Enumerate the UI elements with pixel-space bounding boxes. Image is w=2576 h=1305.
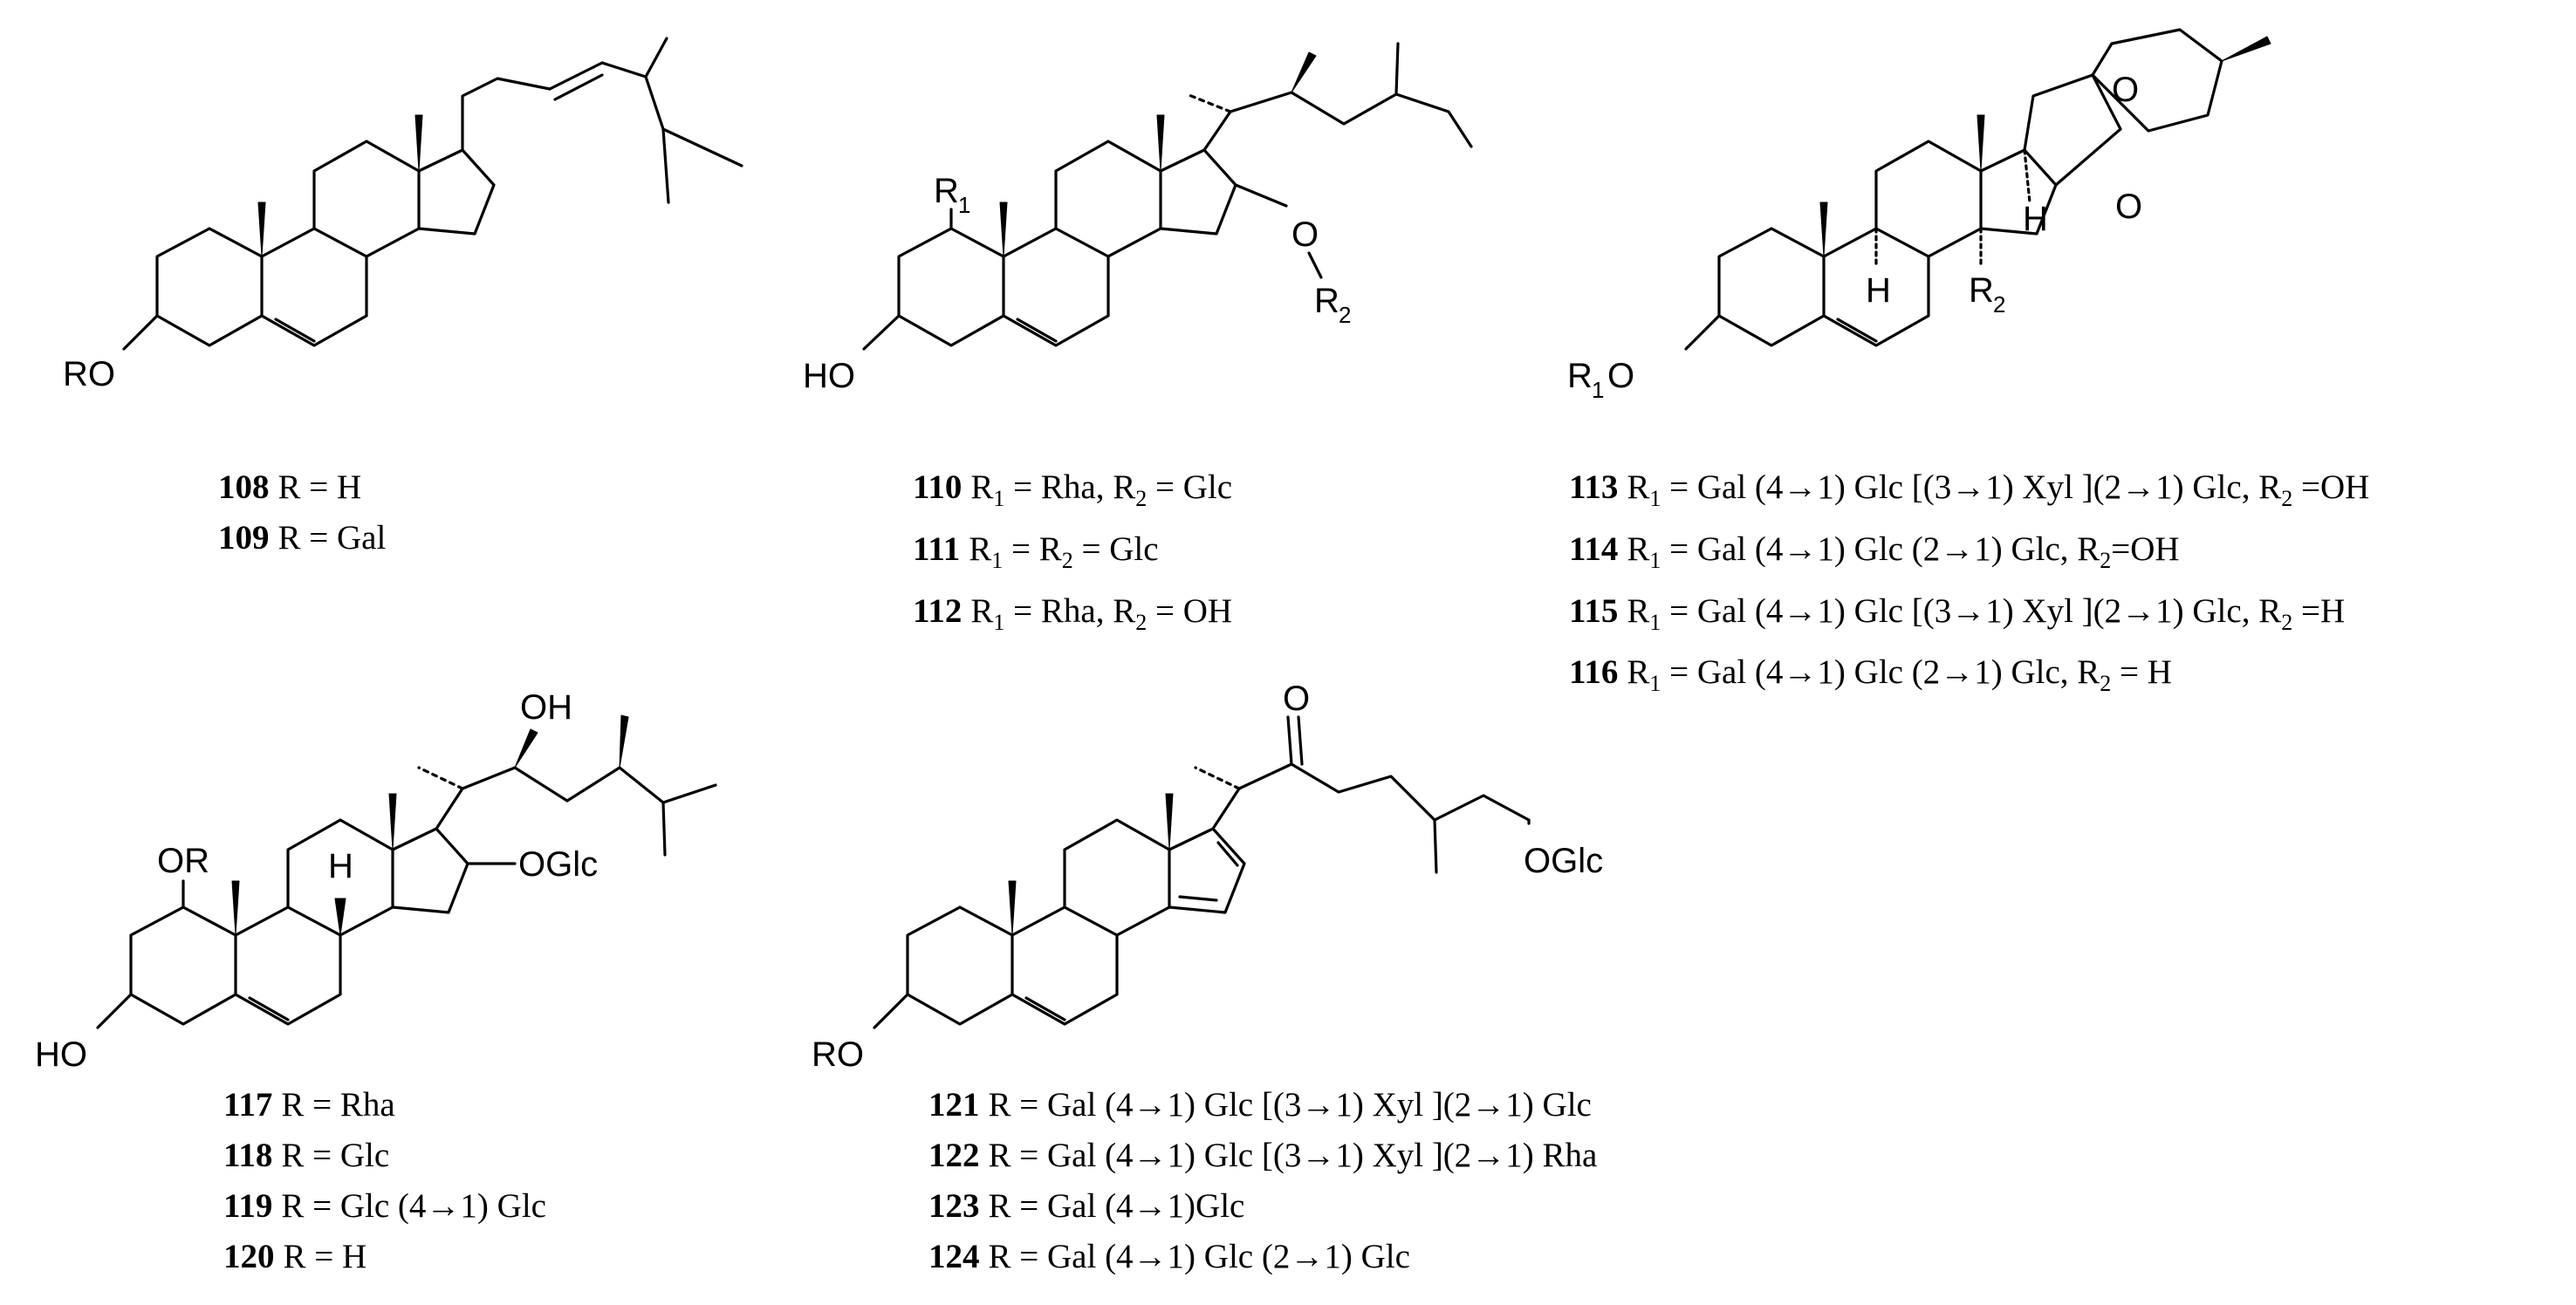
structure-108-109: RO <box>63 37 743 393</box>
atom-label-r2-sub: 2 <box>1339 302 1351 328</box>
atom-label-h8: H <box>328 847 353 885</box>
structure-121-124: O OGlc RO <box>812 680 1603 1074</box>
atom-label-r2-sub: 2 <box>1993 291 2005 318</box>
structure-110-112: R 1 HO O R 2 <box>803 42 1473 395</box>
atom-label-h14: H <box>2023 200 2048 238</box>
atom-label-r1o: R <box>1567 357 1593 395</box>
atom-label-r2: R <box>1969 271 1994 310</box>
atom-label-oh: OH <box>520 688 572 727</box>
atom-label-o-ketone: O <box>1283 680 1310 718</box>
structure-113-116: H H R 2 O O R 1 O <box>1567 28 2271 403</box>
atom-label-ho: HO <box>803 357 855 395</box>
atom-label-r1o-sub: 1 <box>1592 377 1604 403</box>
atom-label-ho: HO <box>35 1035 87 1074</box>
atom-label-ro: RO <box>812 1035 864 1074</box>
atom-label-o: O <box>1291 215 1319 254</box>
atom-label-o-pyran: O <box>2112 71 2139 109</box>
atom-label-or: OR <box>157 842 209 880</box>
atom-label-ro: RO <box>63 355 115 393</box>
atom-label-oglc: OGlc <box>1524 842 1603 880</box>
atom-label-r1-sub: 1 <box>958 192 970 218</box>
atom-label-r1: R <box>934 172 959 210</box>
atom-label-o-furan: O <box>2115 188 2142 226</box>
atom-label-r2: R <box>1314 282 1339 320</box>
atom-label-r1o-o: O <box>1607 357 1634 395</box>
atom-label-oglc: OGlc <box>518 845 598 884</box>
structure-117-120: H OR HO OH OGlc <box>35 688 717 1074</box>
atom-label-h9: H <box>1866 271 1891 310</box>
